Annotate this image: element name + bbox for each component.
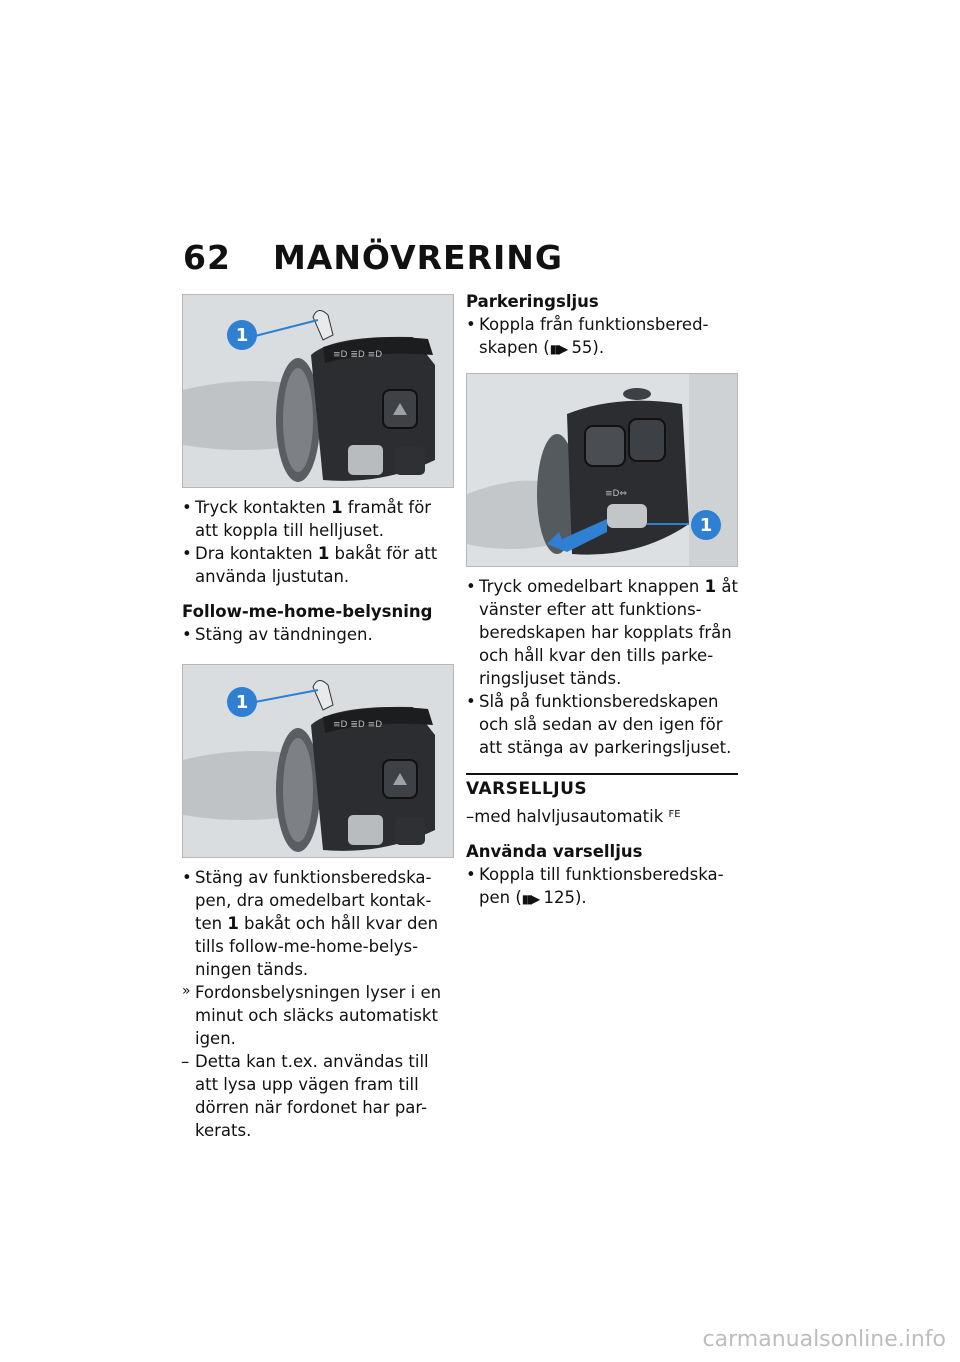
parking-heading: Parkeringsljus <box>466 292 599 311</box>
follow-heading: Follow-me-home-belysning <box>182 602 433 621</box>
fig3-list: Tryck omedelbart knappen 1 åt vänster ef… <box>466 575 738 759</box>
page-reference-arrow-icon: ▮▮▶ <box>521 892 540 906</box>
use-heading: Använda varselljus <box>466 842 643 861</box>
list-item: Stäng av tändningen. <box>182 623 454 646</box>
list-item: Stäng av funktionsberedska-pen, dra omed… <box>182 866 454 981</box>
list-item: Slå på funktionsberedskapen och slå seda… <box>466 690 738 759</box>
figure-handlebar-switch-2: ≡D ≣D ≡D 1 <box>182 664 454 858</box>
watermark: carmanualsonline.info <box>702 1327 946 1352</box>
list-item: Tryck kontakten 1 framåt för att koppla … <box>182 496 454 542</box>
parking-switch-illustration: ≡D⇔ <box>467 374 737 566</box>
left-column: ≡D ≣D ≡D 1 Tryck kontakten 1 framåt för … <box>181 294 454 1142</box>
page-reference-arrow-icon: ▮▮▶ <box>549 342 568 356</box>
page-number: 62 <box>183 238 231 277</box>
svg-text:≡D⇔: ≡D⇔ <box>605 489 627 499</box>
result-item: Fordonsbelysningen lyser i en minut och … <box>182 980 454 1050</box>
svg-text:≡D ≣D ≡D: ≡D ≣D ≡D <box>333 720 382 730</box>
list-item: Koppla till funktionsberedska-pen (▮▮▶ 1… <box>466 863 738 911</box>
handlebar-illustration: ≡D ≣D ≡D <box>183 665 453 857</box>
callout-1: 1 <box>691 510 721 540</box>
varsel-note: –med halvljusautomatik FE <box>466 807 681 826</box>
page-header: 62 MANÖVRERING <box>183 238 563 277</box>
callout-1: 1 <box>227 320 257 350</box>
figure-parking-switch: ≡D⇔ 1 <box>466 373 738 567</box>
parking-list: Koppla från funktionsbered-skapen (▮▮▶ 5… <box>466 313 738 361</box>
use-list: Koppla till funktionsberedska-pen (▮▮▶ 1… <box>466 863 738 911</box>
list-item: Dra kontakten 1 bakåt för att använda lj… <box>182 542 454 588</box>
list-item: Tryck omedelbart knappen 1 åt vänster ef… <box>466 575 738 690</box>
chapter-title: MANÖVRERING <box>272 238 563 277</box>
svg-text:≡D ≣D ≡D: ≡D ≣D ≡D <box>333 350 382 360</box>
section-title-varselljus: VARSELLJUS <box>466 773 738 799</box>
right-column: Parkeringsljus Koppla från funktionsbere… <box>466 290 738 911</box>
figure-handlebar-switch-1: ≡D ≣D ≡D 1 <box>182 294 454 488</box>
fig1-list: Tryck kontakten 1 framåt för att koppla … <box>182 496 454 588</box>
fig2-list: Stäng av funktionsberedska-pen, dra omed… <box>181 866 454 1142</box>
note-item: Detta kan t.ex. användas till att lysa u… <box>181 1050 454 1142</box>
handlebar-illustration: ≡D ≣D ≡D <box>183 295 453 487</box>
callout-1: 1 <box>227 687 257 717</box>
list-item: Koppla från funktionsbered-skapen (▮▮▶ 5… <box>466 313 738 361</box>
follow-list: Stäng av tändningen. <box>182 623 454 646</box>
